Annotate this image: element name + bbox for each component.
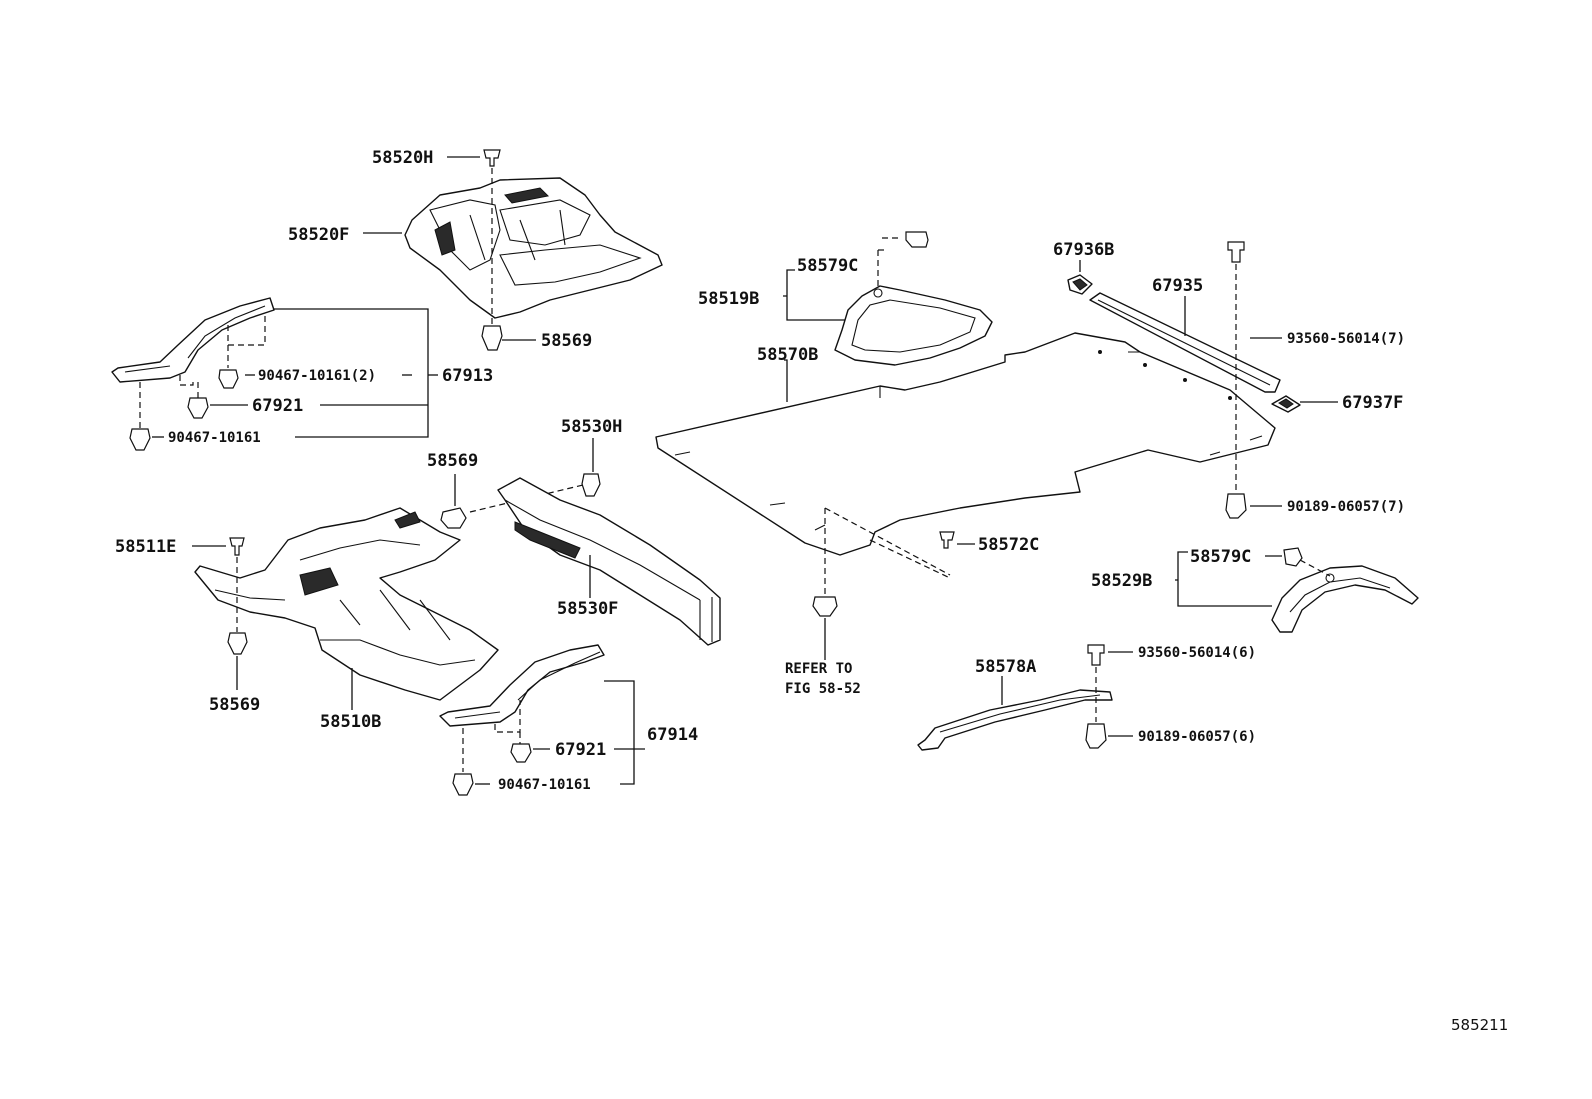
label-58569-low: 58569: [209, 695, 260, 715]
label-67921-b: 67921: [555, 740, 606, 760]
label-67914: 67914: [647, 725, 698, 745]
label-90467-10161-2: 90467-10161(2): [258, 368, 376, 384]
label-67935: 67935: [1152, 276, 1203, 296]
label-58520H: 58520H: [372, 148, 433, 168]
label-58510B: 58510B: [320, 712, 381, 732]
label-58519B: 58519B: [698, 289, 759, 309]
clip-67921-a: [187, 397, 209, 419]
label-90189-06057-7: 90189-06057(7): [1287, 499, 1405, 515]
clip-58579C-b: [1283, 547, 1303, 567]
clip-58520H: [483, 149, 501, 167]
label-58579C-a: 58579C: [797, 256, 858, 276]
label-58529B: 58529B: [1091, 571, 1152, 591]
label-58530F: 58530F: [557, 599, 618, 619]
clip-58569-top: [481, 325, 503, 351]
refer-note-line-2: FIG 58-52: [785, 681, 861, 697]
nut-90189-06057-7: [1225, 493, 1247, 519]
label-90467-10161-a: 90467-10161: [168, 430, 261, 446]
clip-58579C-a: [905, 231, 929, 248]
label-58569-mid: 58569: [427, 451, 478, 471]
label-93560-56014-6: 93560-56014(6): [1138, 645, 1256, 661]
label-58570B: 58570B: [757, 345, 818, 365]
pad-67937F: [1271, 395, 1301, 413]
diagram-id: 585211: [1451, 1016, 1508, 1034]
label-58530H: 58530H: [561, 417, 622, 437]
label-67937F: 67937F: [1342, 393, 1403, 413]
bracket-58578A: [917, 689, 1113, 751]
clip-58569-low: [227, 632, 248, 655]
duct-58530F: [497, 477, 721, 646]
clip-refer-fig: [812, 596, 838, 617]
front-floor-mat-58520F: [404, 177, 663, 319]
label-58511E: 58511E: [115, 537, 176, 557]
label-58572C: 58572C: [978, 535, 1039, 555]
clip-58511E: [229, 537, 245, 556]
label-58579C-b: 58579C: [1190, 547, 1251, 567]
clip-67921-b: [510, 743, 532, 763]
scuff-plate-67914: [439, 644, 605, 727]
clip-90467-10161-2: [218, 369, 239, 389]
label-58569-top: 58569: [541, 331, 592, 351]
label-93560-56014-7: 93560-56014(7): [1287, 331, 1405, 347]
pad-67936B: [1067, 274, 1093, 295]
scuff-plate-67913: [111, 297, 275, 383]
label-67921-a: 67921: [252, 396, 303, 416]
label-58520F: 58520F: [288, 225, 349, 245]
refer-note-line-1: REFER TO: [785, 661, 852, 677]
clip-58572C: [939, 531, 955, 549]
screw-93560-56014-7: [1227, 241, 1245, 263]
clip-58569-mid: [440, 507, 467, 529]
cover-58529B: [1271, 565, 1419, 633]
label-67936B: 67936B: [1053, 240, 1114, 260]
rear-floor-mat-58510B: [194, 507, 499, 701]
label-90189-06057-6: 90189-06057(6): [1138, 729, 1256, 745]
label-90467-10161-b: 90467-10161: [498, 777, 591, 793]
cover-58519B: [834, 285, 993, 366]
label-67913: 67913: [442, 366, 493, 386]
clip-58530H: [581, 473, 601, 497]
floor-board-58570B: [655, 332, 1276, 556]
nut-90189-06057-6: [1085, 723, 1107, 749]
clip-90467-10161-a: [129, 428, 151, 451]
label-58578A: 58578A: [975, 657, 1036, 677]
screw-93560-56014-6: [1087, 644, 1105, 666]
clip-90467-10161-b: [452, 773, 474, 796]
